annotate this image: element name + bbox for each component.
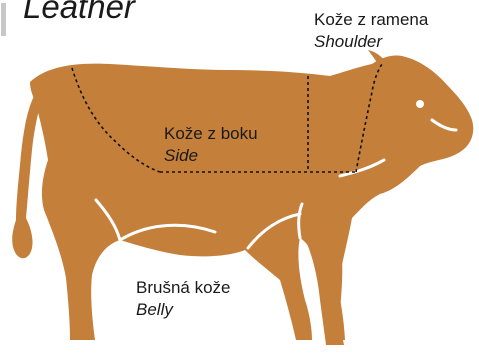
label-shoulder: Kože z ramena Shoulder — [314, 9, 428, 53]
label-side-en: Side — [164, 145, 258, 167]
label-belly-cz: Brušná kože — [136, 277, 231, 299]
label-shoulder-cz: Kože z ramena — [314, 9, 428, 31]
cow-eye — [416, 100, 424, 108]
label-belly: Brušná kože Belly — [136, 277, 231, 321]
cow-tail — [12, 96, 42, 258]
label-shoulder-en: Shoulder — [314, 31, 428, 53]
label-side: Kože z boku Side — [164, 123, 258, 167]
cow-silhouette — [12, 50, 473, 345]
label-side-cz: Kože z boku — [164, 123, 258, 145]
label-belly-en: Belly — [136, 299, 231, 321]
